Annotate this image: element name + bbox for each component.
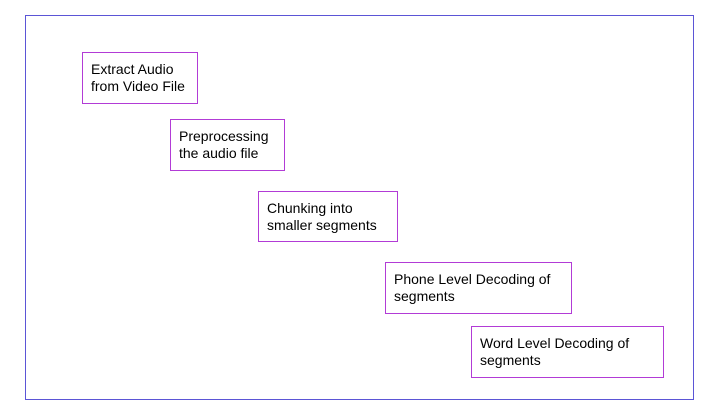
step-label-line: Phone Level Decoding of bbox=[394, 271, 551, 287]
step-extract-audio: Extract Audio from Video File bbox=[82, 52, 198, 104]
step-label-line: Chunking into bbox=[267, 200, 353, 216]
step-preprocessing: Preprocessing the audio file bbox=[170, 119, 285, 171]
step-label-line: smaller segments bbox=[267, 217, 377, 233]
step-word-level-decoding: Word Level Decoding of segments bbox=[471, 326, 664, 378]
step-chunking: Chunking into smaller segments bbox=[258, 191, 398, 242]
step-label-line: Preprocessing bbox=[179, 128, 269, 144]
step-label-line: segments bbox=[394, 288, 455, 304]
step-label-line: the audio file bbox=[179, 145, 259, 161]
step-label-line: Extract Audio bbox=[91, 61, 174, 77]
step-label-line: Word Level Decoding of bbox=[480, 335, 630, 351]
step-label-line: from Video File bbox=[91, 78, 185, 94]
step-label-line: segments bbox=[480, 352, 541, 368]
diagram-frame bbox=[25, 15, 694, 400]
step-phone-level-decoding: Phone Level Decoding of segments bbox=[385, 262, 572, 314]
